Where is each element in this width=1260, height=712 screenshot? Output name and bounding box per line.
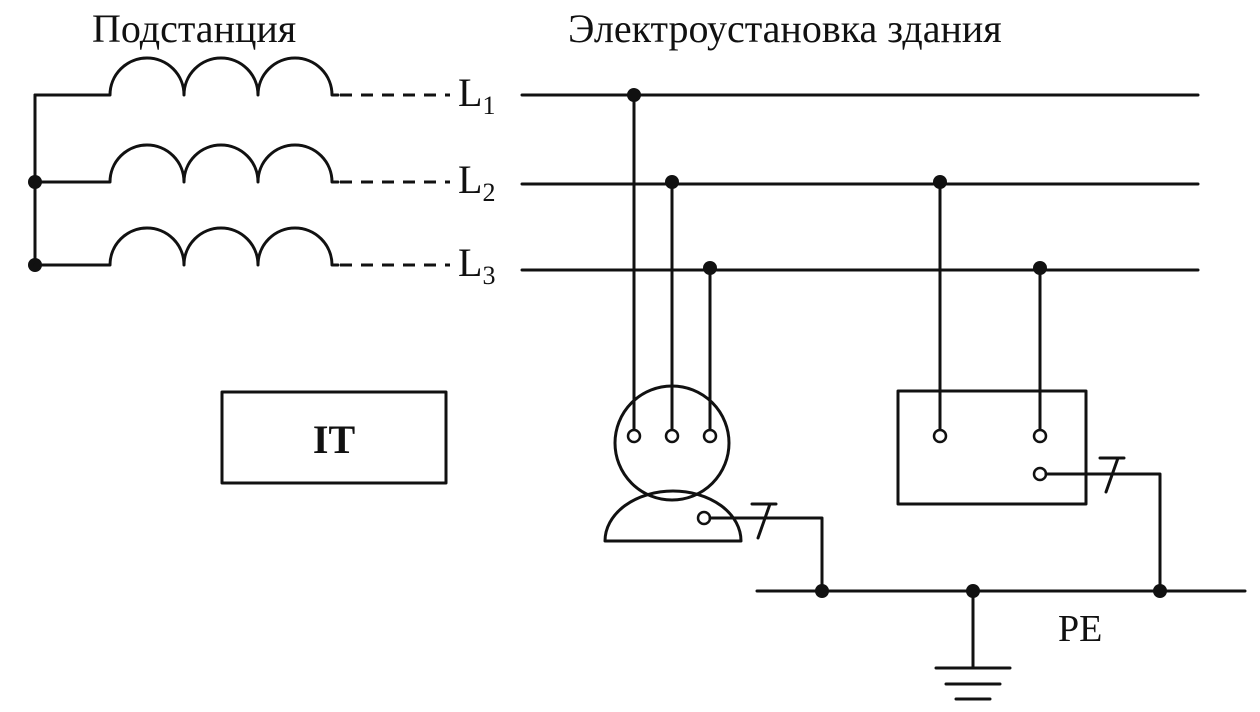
phase-label-l3: L3 <box>458 240 495 290</box>
motor-terminal-2 <box>664 428 680 444</box>
junction-dot <box>703 261 717 275</box>
three-phase-motor <box>603 88 829 598</box>
junction-dot <box>1033 261 1047 275</box>
junction-dot <box>966 584 980 598</box>
motor-base <box>603 489 743 543</box>
motor-pe-terminal <box>696 510 712 526</box>
building-installation-title: Электроустановка здания <box>568 6 1002 51</box>
transformer-windings <box>28 56 450 272</box>
winding-l1 <box>33 56 340 97</box>
phase-label-l1: L1 <box>458 70 495 120</box>
ground-icon <box>934 584 1012 701</box>
motor-terminal-3 <box>702 428 718 444</box>
phase-label-l2: L2 <box>458 157 495 207</box>
motor-terminal-1 <box>626 428 642 444</box>
system-type-box <box>220 390 448 485</box>
consumer-terminal-2 <box>1032 428 1048 444</box>
junction-dot <box>665 175 679 189</box>
consumer-pe-conductor <box>1044 472 1162 593</box>
pe-label: PE <box>1058 608 1102 650</box>
motor-pe-conductor <box>708 516 824 593</box>
winding-l2 <box>33 143 340 184</box>
consumer-terminal-1 <box>932 428 948 444</box>
consumer-pe-mark <box>1098 456 1126 494</box>
system-type-label: IT <box>313 417 356 462</box>
consumer-body <box>896 389 1088 506</box>
junction-dot <box>933 175 947 189</box>
motor-pe-mark <box>750 502 778 540</box>
substation-title: Подстанция <box>92 6 296 51</box>
winding-l3 <box>33 226 340 267</box>
junction-dot <box>627 88 641 102</box>
line-to-line-consumer <box>896 175 1167 598</box>
consumer-pe-terminal <box>1032 466 1048 482</box>
